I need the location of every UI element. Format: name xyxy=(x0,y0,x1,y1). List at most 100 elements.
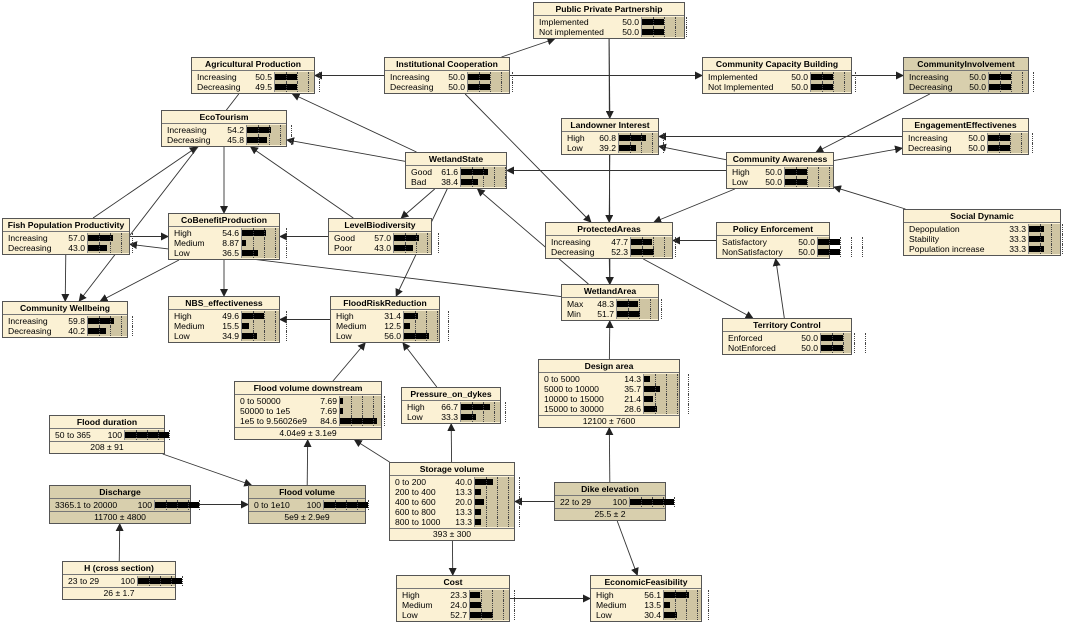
state-row[interactable]: Increasing50.0 xyxy=(903,133,1033,143)
state-row[interactable]: 0 to 500007.69 xyxy=(235,396,385,406)
state-row[interactable]: 50 to 365100 xyxy=(50,430,170,440)
node-fvd[interactable]: Flood volume downstream0 to 500007.69500… xyxy=(234,381,385,440)
state-row[interactable]: Increasing50.0 xyxy=(385,72,513,82)
node-eco[interactable]: EcoTourismIncreasing54.2Decreasing45.8 xyxy=(161,110,292,147)
node-fv[interactable]: Flood volume0 to 1e101005e9 ± 2.9e9 xyxy=(248,485,369,524)
state-row[interactable]: NotEnforced50.0 xyxy=(723,343,866,353)
state-row[interactable]: Satisfactory50.0 xyxy=(717,237,863,247)
node-h[interactable]: H (cross section)23 to 2910026 ± 1.7 xyxy=(62,561,183,600)
state-row[interactable]: High66.7 xyxy=(402,402,506,412)
state-row[interactable]: Max48.3 xyxy=(562,299,662,309)
state-row[interactable]: Not implemented50.0 xyxy=(534,27,687,37)
state-row[interactable]: Bad38.4 xyxy=(406,177,506,187)
state-row[interactable]: Increasing59.8 xyxy=(3,316,133,326)
state-row[interactable]: High54.6 xyxy=(169,228,287,238)
node-wa[interactable]: WetlandAreaMax48.3Min51.7 xyxy=(561,284,662,321)
node-cost[interactable]: CostHigh23.3Medium24.0Low52.7 xyxy=(396,575,515,622)
state-row[interactable]: Decreasing49.5 xyxy=(192,82,320,92)
node-inst[interactable]: Institutional CooperationIncreasing50.0D… xyxy=(384,57,513,94)
state-row[interactable]: High31.4 xyxy=(331,311,449,321)
state-row[interactable]: Low56.0 xyxy=(331,331,449,341)
node-fish[interactable]: Fish Population ProductivityIncreasing57… xyxy=(2,218,133,255)
node-ppp[interactable]: Public Private PartnershipImplemented50.… xyxy=(533,2,687,39)
state-row[interactable]: 5000 to 1000035.7 xyxy=(539,384,689,394)
state-row[interactable]: 800 to 100013.3 xyxy=(390,517,520,527)
state-row[interactable]: Medium8.87 xyxy=(169,238,287,248)
node-land[interactable]: Landowner InterestHigh60.8Low39.2 xyxy=(561,118,664,155)
state-row[interactable]: Population increase33.3 xyxy=(904,244,1063,254)
node-eng[interactable]: EngagementEffectivenesIncreasing50.0Decr… xyxy=(902,118,1033,155)
node-frr[interactable]: FloodRiskReductionHigh31.4Medium12.5Low5… xyxy=(330,296,449,343)
node-cw[interactable]: Community WellbeingIncreasing59.8Decreas… xyxy=(2,301,133,338)
state-row[interactable]: Decreasing52.3 xyxy=(546,247,676,257)
state-row[interactable]: Good61.6 xyxy=(406,167,506,177)
state-row[interactable]: Medium12.5 xyxy=(331,321,449,331)
state-row[interactable]: High56.1 xyxy=(591,590,709,600)
state-row[interactable]: Enforced50.0 xyxy=(723,333,866,343)
node-sd[interactable]: Social DynamicDepopulation33.3Stability3… xyxy=(903,209,1063,256)
state-row[interactable]: Increasing57.0 xyxy=(3,233,133,243)
state-row[interactable]: Decreasing43.0 xyxy=(3,243,133,253)
state-row[interactable]: 0 to 20040.0 xyxy=(390,477,520,487)
state-row[interactable]: Low36.5 xyxy=(169,248,287,258)
state-row[interactable]: Decreasing40.2 xyxy=(3,326,133,336)
state-row[interactable]: Low52.7 xyxy=(397,610,515,620)
state-row[interactable]: Stability33.3 xyxy=(904,234,1063,244)
state-row[interactable]: Medium15.5 xyxy=(169,321,287,331)
state-row[interactable]: 0 to 500014.3 xyxy=(539,374,689,384)
state-row[interactable]: Implemented50.0 xyxy=(534,17,687,27)
state-row[interactable]: 3365.1 to 20000100 xyxy=(50,500,200,510)
state-row[interactable]: 15000 to 3000028.6 xyxy=(539,404,689,414)
node-pe[interactable]: Policy EnforcementSatisfactory50.0NonSat… xyxy=(716,222,863,259)
state-row[interactable]: Low39.2 xyxy=(562,143,664,153)
state-row[interactable]: Good57.0 xyxy=(329,233,439,243)
node-pa[interactable]: ProtectedAreasIncreasing47.7Decreasing52… xyxy=(545,222,676,259)
state-row[interactable]: 22 to 29100 xyxy=(555,497,675,507)
node-sv[interactable]: Storage volume0 to 20040.0200 to 40013.3… xyxy=(389,462,520,541)
state-row[interactable]: Medium24.0 xyxy=(397,600,515,610)
state-row[interactable]: Increasing50.5 xyxy=(192,72,320,82)
state-row[interactable]: Implemented50.0 xyxy=(703,72,856,82)
node-agri[interactable]: Agricultural ProductionIncreasing50.5Dec… xyxy=(191,57,320,94)
state-row[interactable]: Increasing54.2 xyxy=(162,125,292,135)
node-wstate[interactable]: WetlandStateGood61.6Bad38.4 xyxy=(405,152,507,189)
node-cinv[interactable]: CommunityInvolvementIncreasing50.0Decrea… xyxy=(903,57,1034,94)
state-row[interactable]: Medium13.5 xyxy=(591,600,709,610)
state-row[interactable]: 10000 to 1500021.4 xyxy=(539,394,689,404)
state-row[interactable]: Decreasing45.8 xyxy=(162,135,292,145)
node-de[interactable]: Dike elevation22 to 2910025.5 ± 2 xyxy=(554,482,675,521)
state-row[interactable]: 400 to 60020.0 xyxy=(390,497,520,507)
state-row[interactable]: High50.0 xyxy=(727,167,833,177)
node-pod[interactable]: Pressure_on_dykesHigh66.7Low33.3 xyxy=(401,387,506,424)
state-row[interactable]: High60.8 xyxy=(562,133,664,143)
state-row[interactable]: 50000 to 1e57.69 xyxy=(235,406,385,416)
state-row[interactable]: Poor43.0 xyxy=(329,243,439,253)
state-row[interactable]: 23 to 29100 xyxy=(63,576,183,586)
state-row[interactable]: Low34.9 xyxy=(169,331,287,341)
state-row[interactable]: Depopulation33.3 xyxy=(904,224,1063,234)
node-fd[interactable]: Flood duration50 to 365100208 ± 91 xyxy=(49,415,170,454)
node-da[interactable]: Design area0 to 500014.35000 to 1000035.… xyxy=(538,359,689,428)
state-row[interactable]: High23.3 xyxy=(397,590,515,600)
node-caw[interactable]: Community AwarenessHigh50.0Low50.0 xyxy=(726,152,834,189)
node-dis[interactable]: Discharge3365.1 to 2000010011700 ± 4800 xyxy=(49,485,200,524)
state-row[interactable]: 1e5 to 9.56026e984.6 xyxy=(235,416,385,426)
node-ef[interactable]: EconomicFeasibilityHigh56.1Medium13.5Low… xyxy=(590,575,709,622)
state-row[interactable]: NonSatisfactory50.0 xyxy=(717,247,863,257)
state-row[interactable]: Increasing47.7 xyxy=(546,237,676,247)
state-row[interactable]: High49.6 xyxy=(169,311,287,321)
state-row[interactable]: Decreasing50.0 xyxy=(904,82,1034,92)
state-row[interactable]: Low30.4 xyxy=(591,610,709,620)
state-row[interactable]: Decreasing50.0 xyxy=(385,82,513,92)
state-row[interactable]: Min51.7 xyxy=(562,309,662,319)
node-lbio[interactable]: LevelBiodiversityGood57.0Poor43.0 xyxy=(328,218,439,255)
node-ccb[interactable]: Community Capacity BuildingImplemented50… xyxy=(702,57,856,94)
state-row[interactable]: Not Implemented50.0 xyxy=(703,82,856,92)
state-row[interactable]: Increasing50.0 xyxy=(904,72,1034,82)
state-row[interactable]: Decreasing50.0 xyxy=(903,143,1033,153)
node-nbs[interactable]: NBS_effectivenessHigh49.6Medium15.5Low34… xyxy=(168,296,287,343)
state-row[interactable]: Low33.3 xyxy=(402,412,506,422)
state-row[interactable]: 600 to 80013.3 xyxy=(390,507,520,517)
state-row[interactable]: 200 to 40013.3 xyxy=(390,487,520,497)
node-tc[interactable]: Territory ControlEnforced50.0NotEnforced… xyxy=(722,318,866,355)
